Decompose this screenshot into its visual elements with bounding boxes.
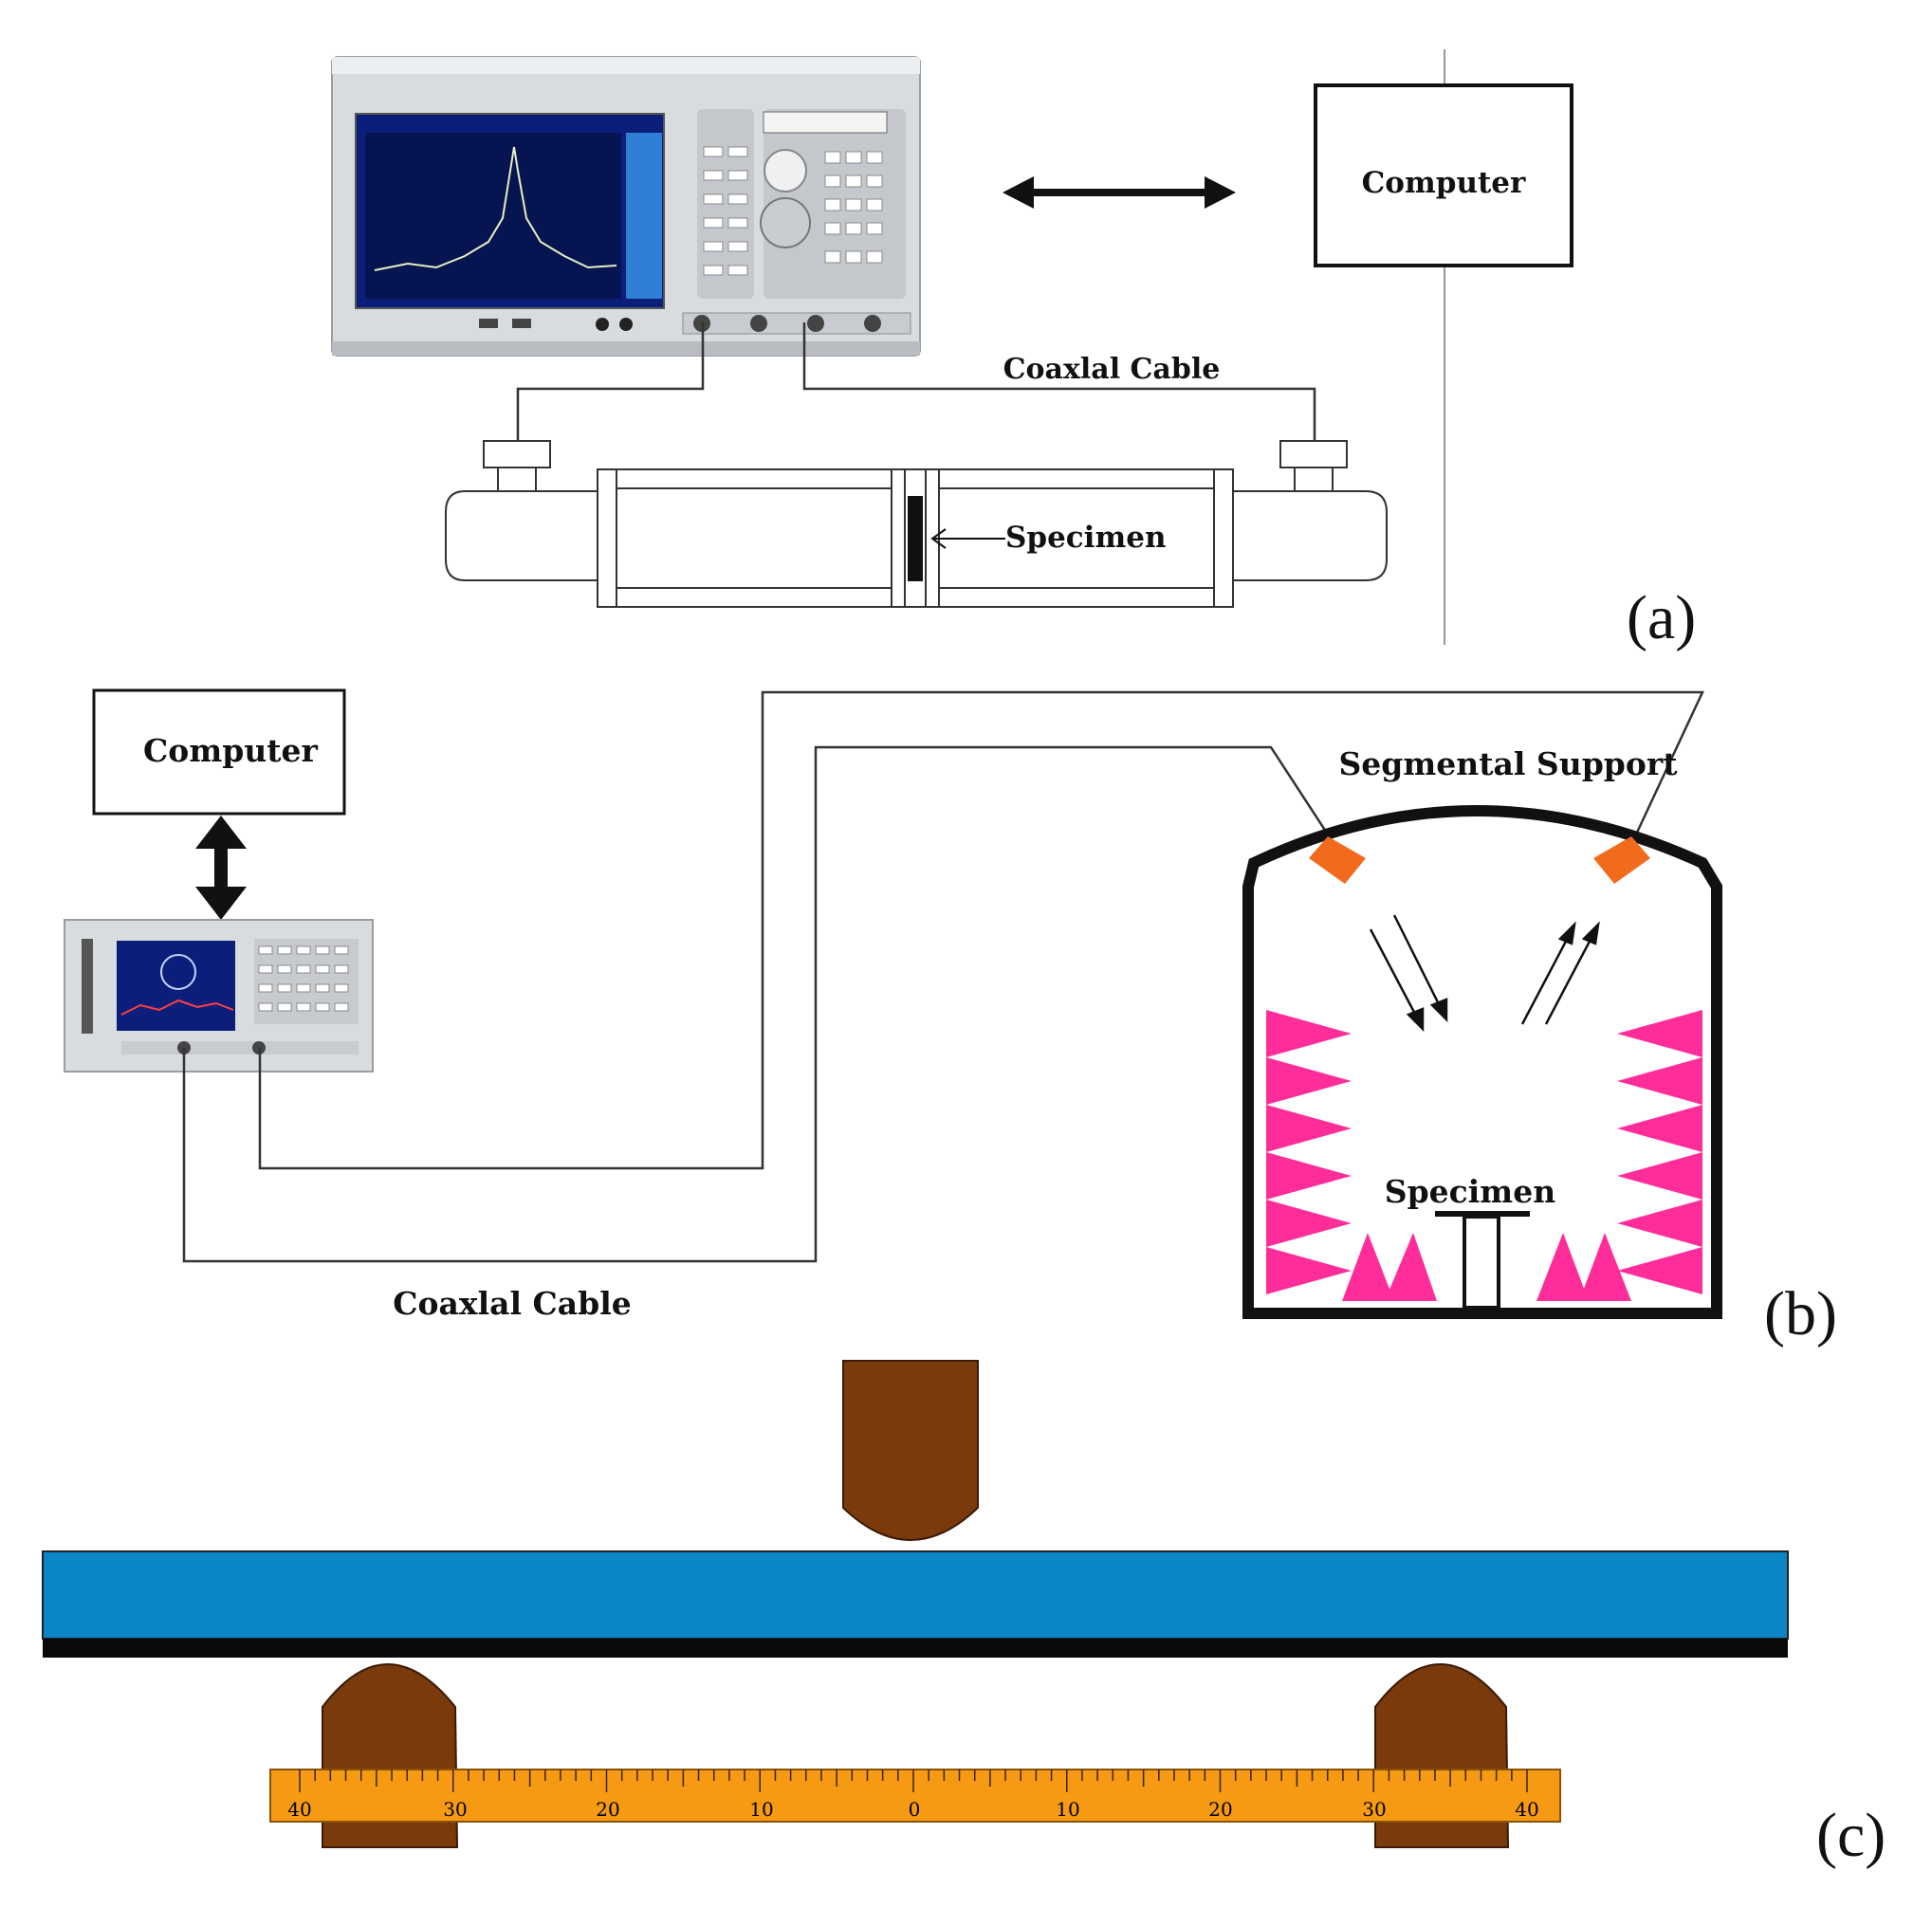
double-arrow-icon bbox=[195, 816, 247, 920]
beam-specimen bbox=[42, 1550, 1789, 1640]
ruler-label: 10 bbox=[1056, 1798, 1079, 1821]
panel-tag-c: (c) bbox=[1816, 1801, 1886, 1870]
wave-arrows-icon bbox=[1369, 914, 1600, 1033]
double-arrow-icon bbox=[1003, 176, 1236, 209]
network-analyzer-icon bbox=[331, 56, 921, 357]
computer-label: Computer bbox=[143, 732, 318, 769]
absorber-right-wall bbox=[1617, 1010, 1702, 1294]
loading-nose bbox=[842, 1360, 979, 1541]
ruler-label: 0 bbox=[909, 1798, 921, 1821]
beam-base bbox=[43, 1639, 1788, 1658]
panel-b: Computer bbox=[64, 688, 1837, 1348]
ruler-labels: 40 30 20 10 0 10 20 30 40 bbox=[287, 1798, 1538, 1821]
panel-tag-b: (b) bbox=[1764, 1279, 1837, 1348]
coaxial-cable bbox=[182, 690, 1704, 1263]
panel-c: 40 30 20 10 0 10 20 30 40 (c) bbox=[42, 1360, 1886, 1870]
coaxial-cable-label: Coaxlal Cable bbox=[393, 1285, 632, 1322]
computer-label: Computer bbox=[1362, 166, 1526, 200]
ruler-label: 30 bbox=[1362, 1798, 1386, 1821]
coaxial-cable-label: Coaxlal Cable bbox=[1003, 353, 1221, 386]
segmental-support-label: Segmental Support bbox=[1338, 745, 1678, 782]
receive-antenna-icon bbox=[1593, 836, 1650, 884]
specimen-stand bbox=[1435, 1211, 1530, 1310]
ruler-label: 30 bbox=[443, 1798, 467, 1821]
waveguide-holder bbox=[445, 440, 1388, 608]
coaxial-cable bbox=[516, 322, 1316, 441]
ruler-ticks bbox=[299, 1769, 1528, 1792]
specimen-label: Specimen bbox=[1385, 1173, 1555, 1210]
arrow-icon bbox=[930, 528, 1005, 549]
ruler-label: 40 bbox=[1515, 1798, 1538, 1821]
computer-box bbox=[92, 688, 346, 816]
ruler-label: 20 bbox=[1208, 1798, 1232, 1821]
panel-a: Computer Coaxlal Cable bbox=[331, 49, 1696, 652]
absorber-left-wall bbox=[1266, 1010, 1352, 1294]
ruler-label: 20 bbox=[596, 1798, 619, 1821]
transmit-antenna-icon bbox=[1309, 836, 1366, 884]
specimen-sample bbox=[908, 496, 923, 581]
specimen-label: Specimen bbox=[1005, 521, 1167, 555]
absorber-floor bbox=[1342, 1233, 1631, 1301]
ruler bbox=[269, 1769, 1561, 1823]
network-analyzer-icon bbox=[64, 919, 374, 1073]
panel-tag-a: (a) bbox=[1627, 583, 1696, 652]
computer-box bbox=[1314, 83, 1573, 267]
ruler-label: 10 bbox=[749, 1798, 773, 1821]
anechoic-chamber bbox=[1242, 805, 1722, 1319]
ruler-label: 40 bbox=[287, 1798, 311, 1821]
